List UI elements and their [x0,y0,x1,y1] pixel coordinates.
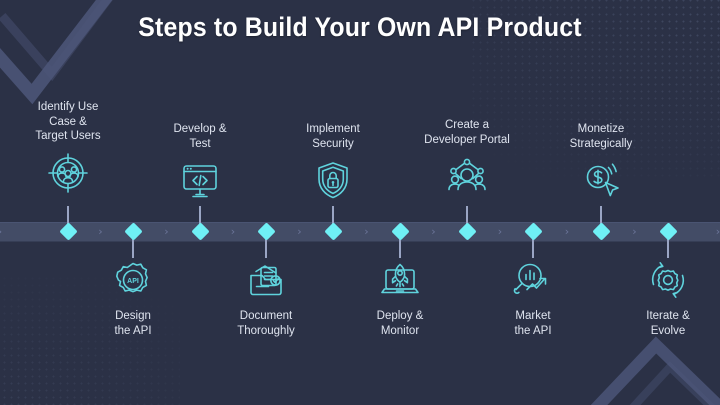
developer-network-icon [402,154,532,198]
dollar-cursor-icon [536,158,666,202]
rocket-laptop-icon [335,258,465,302]
chevron-right-icon: › [98,225,103,238]
chevron-right-icon: › [0,226,2,237]
chevron-right-icon: › [297,225,302,238]
chart-magnifier-icon [468,258,598,302]
timeline-stem [532,231,534,258]
chevron-right-icon: › [364,225,369,238]
chevron-right-icon: › [715,225,720,238]
timeline-step-3[interactable]: Develop & Test [135,122,265,202]
timeline-stem [667,231,669,258]
chevron-right-icon: › [230,225,236,238]
gear-refresh-icon [603,258,720,302]
step-label: Develop & Test [173,123,227,150]
step-label: Design the API [114,310,152,337]
timeline-step-1[interactable]: Identify Use Case & Target Users [3,100,133,195]
step-label: Document Thoroughly [237,310,295,337]
timeline-stem [265,231,267,258]
chevron-right-icon: › [632,225,637,238]
timeline-stem [67,206,69,232]
api-gear-icon: API [68,258,198,302]
slide-title: Steps to Build Your Own API Product [138,12,582,42]
timeline-stem [600,206,602,232]
timeline-bar [0,222,720,242]
documents-check-icon [201,258,331,302]
step-label: Deploy & Monitor [376,310,424,337]
step-label: Create a Developer Portal [424,119,510,146]
timeline-step-8[interactable]: Market the API [468,258,598,338]
step-label: Identify Use Case & Target Users [35,101,101,142]
timeline-step-7[interactable]: Create a Developer Portal [402,118,532,198]
timeline-stem [399,231,401,258]
timeline-step-4[interactable]: Document Thoroughly [201,258,331,338]
step-label: Monetize Strategically [569,123,633,150]
svg-text:API: API [127,278,139,285]
timeline-step-10[interactable]: Iterate & Evolve [603,258,720,338]
chevron-right-icon: › [564,225,570,238]
step-label: Implement Security [306,123,360,150]
timeline-step-6[interactable]: Deploy & Monitor [335,258,465,338]
timeline-step-9[interactable]: Monetize Strategically [536,122,666,202]
timeline-step-5[interactable]: Implement Security [268,122,398,202]
chevron-right-icon: › [497,225,503,238]
timeline-stem [332,206,334,232]
step-label: Market the API [514,310,552,337]
code-monitor-icon [135,158,265,202]
target-users-icon [3,151,133,195]
timeline-stem [132,231,134,258]
shield-lock-icon [268,158,398,202]
timeline-step-2[interactable]: API Design the API [68,258,198,338]
step-label: Iterate & Evolve [646,310,690,337]
chevron-right-icon: › [164,225,169,238]
timeline-stem [466,206,468,232]
timeline-stem [199,206,201,232]
chevron-right-icon: › [431,225,436,238]
